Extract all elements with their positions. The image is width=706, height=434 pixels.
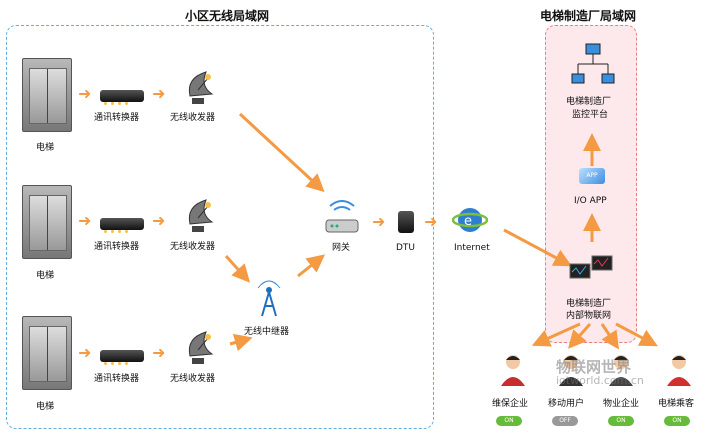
watermark-title: 物联网世界 <box>556 358 632 376</box>
monitor-icon <box>569 255 613 279</box>
arrow-right-icon: ➜ <box>372 212 386 231</box>
repeater-tower-icon <box>257 280 281 317</box>
converter-label: 通讯转换器 <box>94 242 140 252</box>
satellite-dish-icon <box>188 71 214 104</box>
converter-icon <box>100 350 144 365</box>
transceiver-label: 无线收发器 <box>170 242 216 252</box>
router-icon <box>325 200 359 233</box>
arrow-right-icon: ➜ <box>78 84 92 103</box>
monitor-label-line1: 电梯制造厂 <box>566 97 612 107</box>
monitor-label-line2: 监控平台 <box>572 110 609 120</box>
satellite-dish-icon <box>188 331 214 364</box>
dtu-label: DTU <box>396 243 416 253</box>
arrow-right-icon: ➜ <box>152 343 166 362</box>
elevator-icon <box>22 316 72 390</box>
iot-label-line2: 内部物联网 <box>566 311 612 321</box>
elevator-icon <box>22 58 72 132</box>
toggle-switch[interactable]: OFF <box>552 416 578 426</box>
svg-text:e: e <box>464 214 472 229</box>
toggle-switch[interactable]: ON <box>608 416 634 426</box>
transceiver-label: 无线收发器 <box>170 113 216 123</box>
person-icon <box>664 352 694 390</box>
converter-label: 通讯转换器 <box>94 113 140 123</box>
elevator-label: 电梯 <box>36 271 55 281</box>
internet-globe-icon: e <box>452 208 488 232</box>
mobile-user-label: 移动用户 <box>548 399 585 409</box>
person-icon <box>556 352 586 390</box>
arrow-right-icon: ➜ <box>78 343 92 362</box>
elevator-label: 电梯 <box>36 143 55 153</box>
elevator-icon <box>22 185 72 259</box>
converter-label: 通讯转换器 <box>94 374 140 384</box>
property-label: 物业企业 <box>603 399 640 409</box>
maintenance-label: 维保企业 <box>492 399 529 409</box>
arrow-right-icon: ➜ <box>424 212 438 231</box>
person-icon <box>498 352 528 390</box>
converter-icon <box>100 90 144 105</box>
internet-label: Internet <box>454 243 490 253</box>
network-computers-icon <box>571 43 615 84</box>
toggle-switch[interactable]: ON <box>496 416 522 426</box>
arrow-right-icon: ➜ <box>78 211 92 230</box>
factory-lan-title: 电梯制造厂局域网 <box>540 9 637 23</box>
toggle-switch[interactable]: ON <box>664 416 690 426</box>
app-icon: APP <box>579 168 605 184</box>
transceiver-label: 无线收发器 <box>170 374 216 384</box>
satellite-dish-icon <box>188 199 214 232</box>
community-lan-title: 小区无线局域网 <box>185 9 270 23</box>
arrow-right-icon: ➜ <box>152 211 166 230</box>
factory-lan-box <box>545 25 637 343</box>
arrow-right-icon: ➜ <box>152 84 166 103</box>
watermark-url: iotworld.com.cn <box>556 374 644 387</box>
iot-label-line1: 电梯制造厂 <box>566 299 612 309</box>
community-lan-box <box>6 25 434 429</box>
repeater-label: 无线中继器 <box>244 327 290 337</box>
converter-icon <box>100 218 144 233</box>
elevator-label: 电梯 <box>36 402 55 412</box>
passenger-label: 电梯乘客 <box>658 399 695 409</box>
person-icon <box>606 352 636 390</box>
io-app-label: I/O APP <box>574 196 607 206</box>
dtu-icon <box>398 211 414 233</box>
gateway-label: 网关 <box>332 243 351 253</box>
